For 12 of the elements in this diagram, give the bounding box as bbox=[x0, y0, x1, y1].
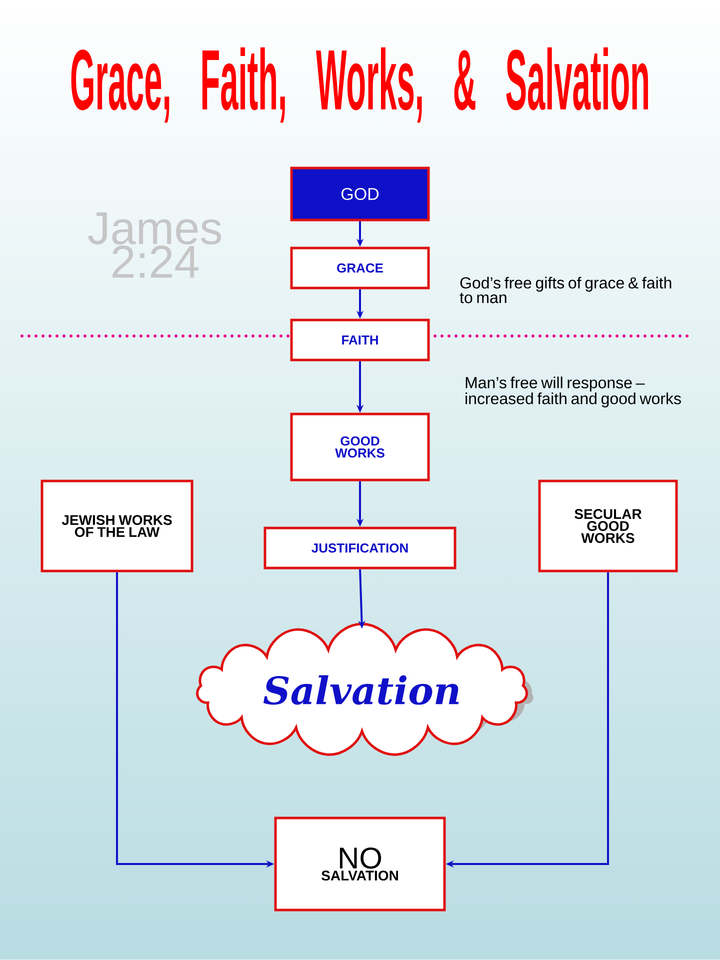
process-box: FAITH bbox=[290, 318, 430, 362]
god-box: GOD bbox=[290, 166, 430, 222]
process-box: GOOD WORKS bbox=[290, 412, 430, 482]
process-box: GRACE bbox=[290, 246, 430, 290]
salvation-cloud: Salvation bbox=[196, 622, 534, 756]
process-box: JUSTIFICATION bbox=[264, 526, 456, 570]
works-box: JEWISH WORKS OF THE LAW bbox=[40, 480, 194, 572]
note-text: God’s free gifts of grace & faith to man bbox=[460, 276, 672, 304]
note-text: Man’s free will response – increased faith and good works bbox=[466, 376, 681, 408]
works-box: SECULAR GOOD WORKS bbox=[538, 480, 678, 572]
result-box: NO SALVATION bbox=[274, 816, 446, 912]
title: Grace, Faith, Works, & Salvation bbox=[71, 47, 648, 123]
